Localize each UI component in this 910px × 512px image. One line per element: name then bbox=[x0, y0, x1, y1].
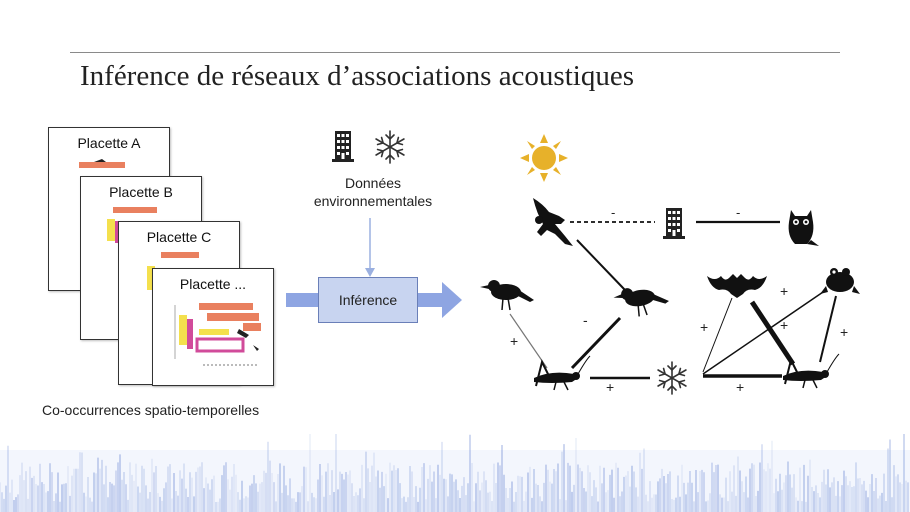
snowflake-icon bbox=[375, 130, 405, 164]
grasshopper-left-icon bbox=[533, 355, 591, 391]
network-edges bbox=[509, 220, 837, 380]
env-arrow-head bbox=[365, 268, 375, 277]
owl-icon bbox=[788, 210, 819, 246]
snowflake-node-icon bbox=[657, 361, 687, 395]
right-arrow-head bbox=[442, 282, 462, 318]
edge-sign-insect-snowflake: + bbox=[606, 379, 614, 395]
edge-sign-building-owl: - bbox=[736, 205, 740, 220]
plot-card-label: Placette ... bbox=[179, 276, 247, 292]
left-arrow-bar bbox=[286, 293, 318, 307]
sun-icon bbox=[520, 134, 568, 182]
edge-sign-insect-bird: - bbox=[583, 312, 588, 328]
plot-card-label: Placette A bbox=[77, 135, 141, 151]
plot-card-label: Placette B bbox=[109, 184, 173, 200]
building-icon bbox=[332, 131, 354, 162]
moon-icon bbox=[789, 142, 812, 177]
eagle-icon bbox=[533, 198, 573, 246]
edge-sign-frog-insect: + bbox=[840, 324, 848, 340]
songbird-left-icon bbox=[479, 279, 535, 311]
cooccurrence-caption: Co-occurrences spatio-temporelles bbox=[42, 402, 260, 418]
right-arrow-bar bbox=[418, 293, 444, 307]
bat-icon bbox=[707, 274, 767, 298]
edge-sign-eagle-building: - bbox=[611, 205, 615, 220]
edge-sign-snowflake-bat: + bbox=[700, 319, 708, 335]
inference-label: Inférence bbox=[338, 292, 398, 308]
edge-sign-bat-insect: + bbox=[780, 283, 788, 299]
slide-title: Inférence de réseaux d’associations acou… bbox=[80, 60, 634, 92]
spectrogram-strip bbox=[0, 434, 910, 512]
cooccurrence-thumbnail bbox=[174, 303, 261, 366]
building-node-icon bbox=[663, 208, 685, 239]
title-rule bbox=[70, 52, 840, 53]
plot-card-more: Placette ... bbox=[152, 268, 274, 386]
cooccurrence-thumbnail bbox=[79, 159, 125, 168]
frog-icon bbox=[820, 268, 860, 294]
plot-card-label: Placette C bbox=[146, 229, 212, 245]
env-label-line2: environnementales bbox=[313, 193, 433, 209]
edge-sign-bird-insect: + bbox=[510, 333, 518, 349]
env-label-line1: Données bbox=[344, 175, 402, 191]
edge-sign-frog-cross: + bbox=[780, 317, 788, 333]
edge-sign-snowflake-insect: + bbox=[736, 379, 744, 395]
environmental-data-label: Données environnementales bbox=[290, 174, 456, 210]
inference-box: Inférence bbox=[318, 277, 418, 323]
grasshopper-right-icon bbox=[782, 353, 840, 389]
